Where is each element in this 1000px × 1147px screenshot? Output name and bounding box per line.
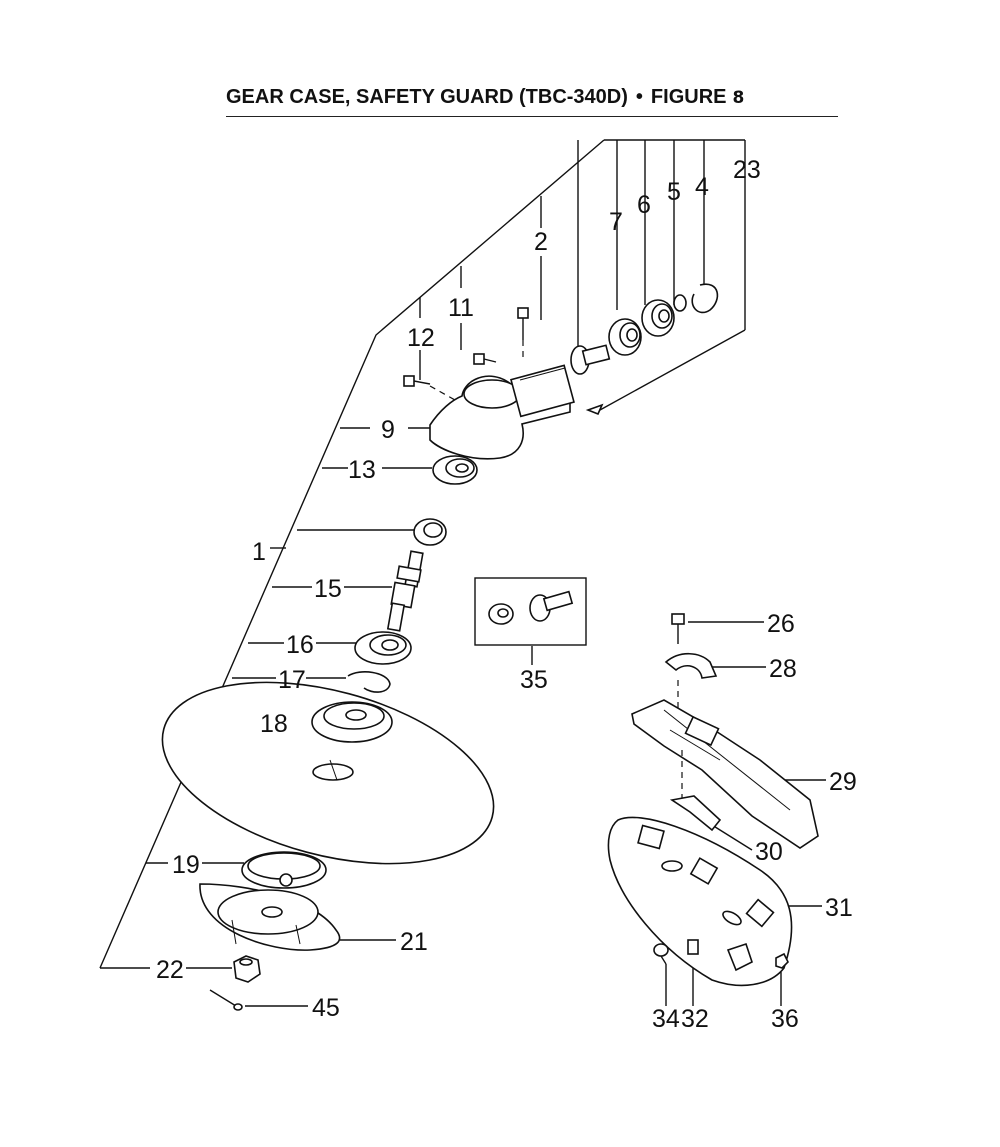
figure-number: 8 — [732, 88, 745, 108]
washer-5 — [673, 294, 687, 312]
figure-title: GEAR CASE, SAFETY GUARD (TBC-340D) • FIGUR… — [226, 86, 838, 117]
circlip-17 — [347, 671, 391, 693]
blade-assembly — [161, 681, 495, 1011]
callout-45: 45 — [312, 994, 340, 1022]
clamp-28 — [664, 652, 718, 679]
circlip-4 — [691, 283, 719, 314]
callout-7: 7 — [609, 208, 623, 236]
bearing-7 — [608, 318, 642, 356]
callout-2: 2 — [534, 228, 548, 256]
blade-holder-19 — [241, 851, 327, 889]
bolt-34 — [653, 943, 669, 965]
gear-set-kit-35 — [474, 577, 587, 646]
callout-19: 19 — [172, 851, 200, 879]
callout-5: 5 — [667, 178, 681, 206]
bearing-16 — [354, 631, 412, 665]
callout-31: 31 — [825, 894, 853, 922]
blade-holder-18 — [311, 701, 393, 743]
callout-15: 15 — [314, 575, 342, 603]
callout-32: 32 — [681, 1005, 709, 1033]
bearing-13 — [432, 455, 478, 485]
callout-12: 12 — [407, 324, 435, 352]
callout-34: 34 — [652, 1005, 680, 1033]
callout-11: 11 — [448, 294, 474, 322]
gear-case-assembly — [347, 283, 719, 693]
figure-label: FIGURE — [650, 86, 727, 108]
split-pin-45 — [209, 989, 243, 1011]
nut-36 — [775, 952, 789, 969]
cover-21 — [199, 883, 341, 951]
callout-4: 4 — [695, 173, 709, 201]
safety-guard-assembly — [607, 613, 819, 987]
spacer-32 — [687, 939, 699, 955]
screw-11 — [473, 353, 497, 365]
title-text: GEAR CASE, SAFETY GUARD (TBC-340D) — [226, 86, 628, 108]
bolt-2 — [517, 307, 529, 360]
callout-30: 30 — [755, 838, 783, 866]
title-separator: • — [635, 86, 643, 108]
pin-23 — [585, 403, 604, 416]
callout-26: 26 — [767, 610, 795, 638]
callout-35: 35 — [520, 666, 548, 694]
callout-28: 28 — [769, 655, 797, 683]
callout-36: 36 — [771, 1005, 799, 1033]
callout-17: 17 — [278, 666, 306, 694]
screw-12 — [403, 375, 456, 401]
bolt-26 — [671, 613, 685, 644]
callout-13: 13 — [348, 456, 376, 484]
callout-18: 18 — [260, 710, 288, 738]
plate-30 — [669, 795, 722, 832]
callout-9: 9 — [381, 416, 395, 444]
callout-16: 16 — [286, 631, 314, 659]
callout-22: 22 — [156, 956, 184, 984]
oil-seal — [413, 518, 447, 546]
leader-lines — [146, 427, 826, 1007]
blade-center-hole — [312, 763, 354, 781]
callout-23: 23 — [733, 156, 761, 184]
callout-29: 29 — [829, 768, 857, 796]
callout-21: 21 — [400, 928, 428, 956]
guard-block — [726, 942, 753, 972]
callout-6: 6 — [637, 191, 651, 219]
callout-labels: 1 2 4 5 6 7 9 11 12 13 15 16 17 18 19 21… — [156, 156, 857, 1033]
nut-22 — [233, 955, 261, 983]
callout-1: 1 — [252, 538, 266, 566]
pinion-gear — [570, 344, 611, 375]
bearing-6 — [641, 299, 675, 337]
output-shaft-15 — [386, 550, 424, 632]
